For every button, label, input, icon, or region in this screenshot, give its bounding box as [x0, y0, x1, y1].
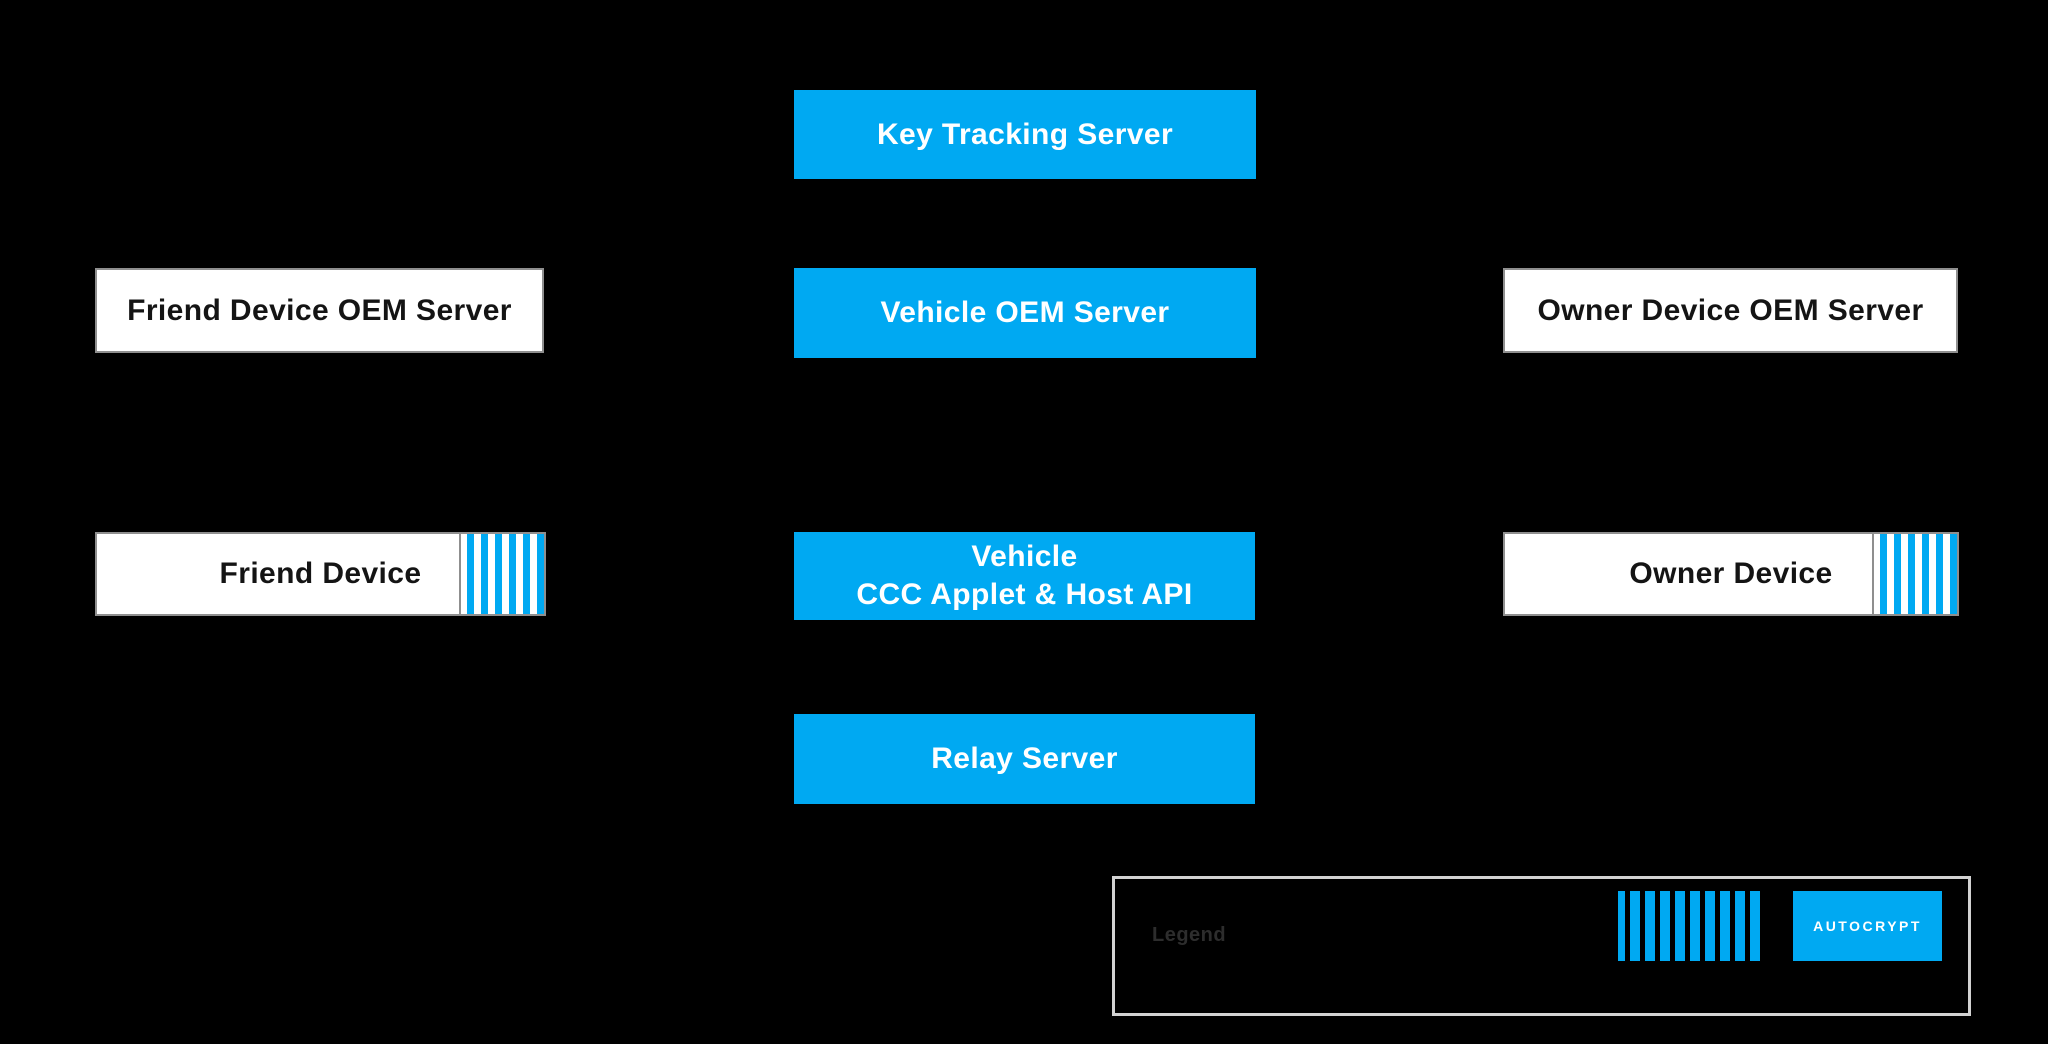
node-relay-server: Relay Server — [794, 714, 1255, 804]
legend-title: Legend — [1152, 924, 1227, 946]
node-label: Key Tracking Server — [876, 117, 1174, 151]
autocrypt-badge: AUTOCRYPT — [1793, 891, 1942, 961]
node-label-line1: Vehicle — [971, 540, 1078, 573]
node-owner-device-oem-server: Owner Device OEM Server — [1503, 268, 1958, 353]
node-friend-device: Friend Device — [95, 532, 546, 616]
node-owner-device: Owner Device — [1503, 532, 1959, 616]
autocrypt-stripes-swatch — [1618, 891, 1760, 961]
node-vehicle-oem-server: Vehicle OEM Server — [794, 268, 1256, 358]
node-label: Owner Device OEM Server — [1537, 293, 1924, 327]
autocrypt-badge-label: AUTOCRYPT — [1813, 918, 1922, 934]
node-label: Vehicle OEM Server — [880, 296, 1170, 329]
node-key-tracking-server: Key Tracking Server — [794, 90, 1256, 179]
node-label: Owner Device — [1629, 557, 1833, 590]
node-label-line2: CCC Applet & Host API — [856, 578, 1193, 611]
autocrypt-stripes-pattern — [1872, 534, 1957, 614]
node-label: Friend Device — [219, 557, 422, 590]
node-label: Friend Device OEM Server — [127, 293, 512, 327]
node-label: Relay Server — [931, 742, 1118, 775]
legend-box: Legend AUTOCRYPT — [1112, 876, 1971, 1016]
node-friend-device-oem-server: Friend Device OEM Server — [95, 268, 544, 353]
autocrypt-stripes-pattern — [459, 534, 544, 614]
node-vehicle-ccc-applet-host-api: Vehicle CCC Applet & Host API — [794, 532, 1255, 620]
